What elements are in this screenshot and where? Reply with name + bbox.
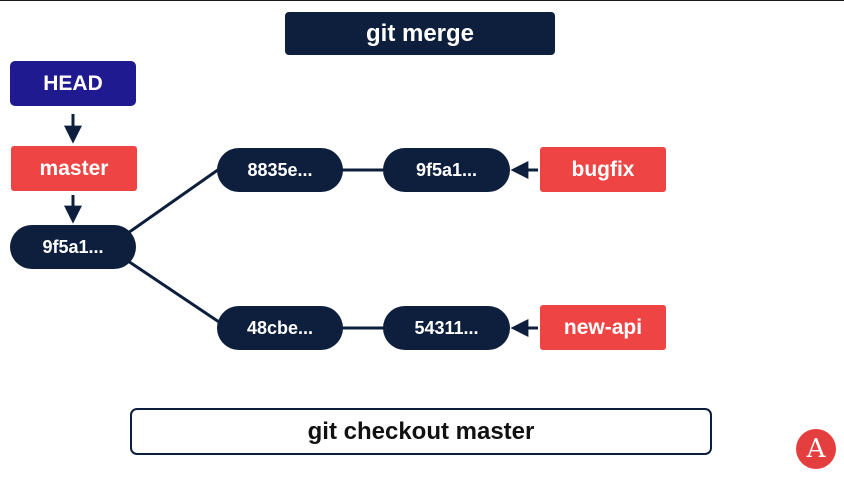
head-pointer: HEAD bbox=[10, 61, 136, 106]
commit-bottom-second: 54311... bbox=[383, 306, 510, 350]
commit-bottom-first: 48cbe... bbox=[217, 306, 343, 350]
brand-logo-icon: A bbox=[796, 429, 836, 469]
top-border bbox=[0, 0, 844, 1]
commit-top-first: 8835e... bbox=[217, 148, 343, 192]
command-box: git checkout master bbox=[130, 408, 712, 455]
branch-new-api: new-api bbox=[540, 305, 666, 350]
branch-master: master bbox=[11, 146, 137, 191]
logo-letter: A bbox=[806, 434, 826, 464]
branch-bugfix: bugfix bbox=[540, 147, 666, 192]
diagram-title: git merge bbox=[285, 12, 555, 55]
edge-base-to-bottom bbox=[127, 259, 223, 326]
commit-base: 9f5a1... bbox=[10, 225, 136, 269]
commit-top-second: 9f5a1... bbox=[383, 148, 510, 192]
edge-base-to-top bbox=[127, 165, 223, 235]
